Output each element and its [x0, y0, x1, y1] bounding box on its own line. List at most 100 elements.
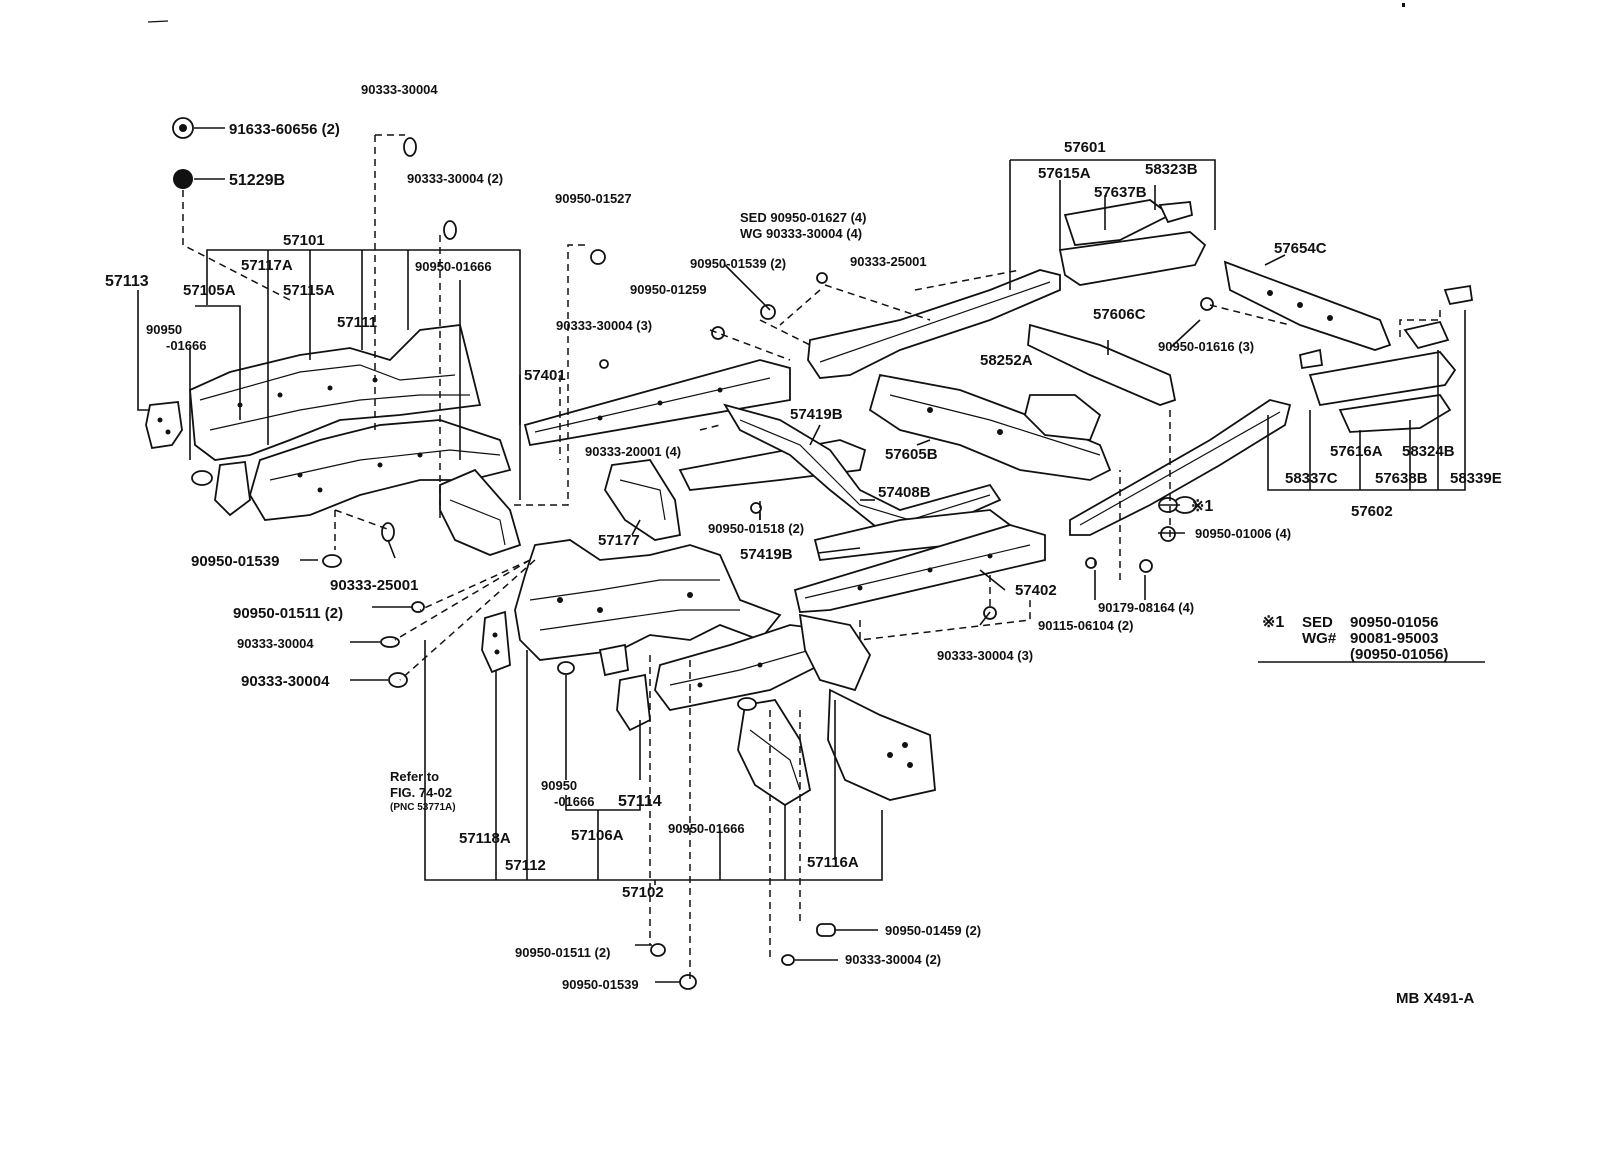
- bracket-57113: [145, 401, 183, 450]
- part-number-label: 57654C: [1274, 240, 1327, 257]
- part-number-label: 58324B: [1402, 443, 1455, 460]
- part-number-label: 90179-08164 (4): [1098, 600, 1194, 615]
- note-label: WG#: [1302, 630, 1337, 647]
- grommet-icon: [380, 636, 400, 648]
- bracket-58324B: [1403, 320, 1450, 350]
- grommet-icon: [443, 220, 457, 240]
- reference-note: (PNC 53771A): [390, 802, 456, 813]
- bracket-57105A: [214, 461, 251, 517]
- grommet-icon: [781, 954, 795, 966]
- part-number-label: 90950-01539: [562, 977, 639, 992]
- part-number-label: 57102: [622, 884, 664, 901]
- floor-side-member-57401: [523, 359, 791, 447]
- grommet-icon: [1160, 526, 1176, 542]
- dashed-leaders: [182, 134, 1441, 980]
- part-number-label: 57601: [1064, 139, 1106, 156]
- part-labels: 90333-30004 91633-60656 (2) 51229B 90333…: [105, 82, 1502, 1007]
- grommet-icon: [650, 943, 666, 957]
- part-number-label: 57111: [337, 314, 377, 331]
- part-number-label: 58339E: [1450, 470, 1502, 487]
- reference-note: FIG. 74-02: [390, 785, 452, 800]
- splash-plate-57106A: [737, 699, 812, 807]
- part-number-label: 57605B: [885, 446, 938, 463]
- part-number-label: 90950-01511 (2): [515, 945, 610, 960]
- part-number-label: 57118A: [459, 830, 511, 847]
- part-number-label: 90333-30004: [237, 636, 314, 651]
- front-suspension-member: [481, 459, 936, 807]
- part-number-label: 90950: [146, 322, 182, 337]
- part-number-label: 90950-01511 (2): [233, 605, 343, 622]
- bracket-small: [598, 643, 629, 677]
- part-number-label: 90950-01527: [555, 191, 632, 206]
- part-number-label: 58323B: [1145, 161, 1198, 178]
- part-number-label: -01666: [166, 338, 206, 353]
- bracket-57638B: [1338, 394, 1452, 433]
- part-number-label: 57117A: [241, 257, 293, 274]
- part-number-label: SED 90950-01627 (4): [740, 210, 866, 225]
- bracket-58252A: [1024, 394, 1102, 441]
- part-number-label: 90333-30004: [241, 673, 330, 690]
- part-number-label: 90333-30004: [361, 82, 438, 97]
- note-label: SED: [1302, 614, 1333, 631]
- tunnel-member-57408B: [723, 403, 1002, 536]
- part-number-label: 57101: [283, 232, 325, 249]
- part-number-label: 90333-25001: [850, 254, 927, 269]
- bolt-icon: [1085, 557, 1097, 569]
- part-number-label: 57638B: [1375, 470, 1428, 487]
- bracket-57114: [616, 673, 651, 732]
- cushion-icon: [191, 470, 213, 486]
- note-value: 90081-95003: [1350, 630, 1438, 647]
- part-number-label: 57105A: [183, 282, 236, 299]
- part-number-label: 57602: [1351, 503, 1393, 520]
- part-number-label: -01666: [554, 794, 594, 809]
- part-number-label: WG 90333-30004 (4): [740, 226, 862, 241]
- reinforcement-57177: [604, 459, 682, 541]
- grommet-icon: [322, 554, 342, 568]
- part-number-label: 90333-20001 (4): [585, 444, 681, 459]
- nut-icon: [173, 169, 193, 189]
- diagram-code: MB X491-A: [1396, 990, 1475, 1007]
- part-number-label: 90950: [541, 778, 577, 793]
- bracket-58339E: [1443, 284, 1474, 306]
- grommet-icon: [403, 137, 417, 157]
- part-number-label: 57401: [524, 367, 566, 384]
- grommet-icon: [1200, 297, 1214, 311]
- bracket-58337C: [1298, 348, 1324, 370]
- bracket-58323B: [1158, 201, 1194, 224]
- rear-floor-assembly: [807, 199, 1474, 536]
- part-number-label: 90333-30004 (2): [845, 952, 941, 967]
- part-number-label: 57615A: [1038, 165, 1091, 182]
- part-number-label: 57177: [598, 532, 640, 549]
- part-number-label: 90333-30004 (3): [937, 648, 1033, 663]
- front-crossmember: [514, 539, 782, 661]
- part-number-label: 90333-25001: [330, 577, 418, 594]
- part-number-label: 90950-01616 (3): [1158, 339, 1254, 354]
- member-57102: [798, 613, 872, 692]
- part-number-label: 90950-01006 (4): [1195, 526, 1291, 541]
- part-number-label: 57616A: [1330, 443, 1383, 460]
- part-number-label: 57637B: [1094, 184, 1147, 201]
- part-number-label: 57419B: [740, 546, 793, 563]
- grommet-icon: [816, 272, 828, 284]
- part-number-label: 58252A: [980, 352, 1033, 369]
- grommet-icon: [590, 249, 606, 265]
- floor-side-members: [523, 359, 1046, 613]
- front-lower-arm-member: [654, 624, 832, 711]
- part-number-label: 90115-06104 (2): [1038, 618, 1133, 633]
- grommet-icon: [411, 601, 425, 613]
- apron-57116A: [827, 688, 936, 801]
- grommet-icon: [760, 304, 776, 320]
- part-number-label: 57408B: [878, 484, 931, 501]
- rear-floor-crossmember-57605B: [868, 373, 1112, 481]
- grommet-icon: [750, 502, 762, 514]
- grommet-icon: [679, 974, 697, 990]
- part-number-label: 90950-01666: [415, 259, 492, 274]
- front-side-member: [189, 324, 482, 461]
- part-number-label: 58337C: [1285, 470, 1338, 487]
- bracket-57615A: [1058, 231, 1207, 286]
- grommet-icon: [381, 522, 395, 542]
- note-mark: ※1: [1262, 614, 1284, 631]
- part-number-label: 90950-01259: [630, 282, 707, 297]
